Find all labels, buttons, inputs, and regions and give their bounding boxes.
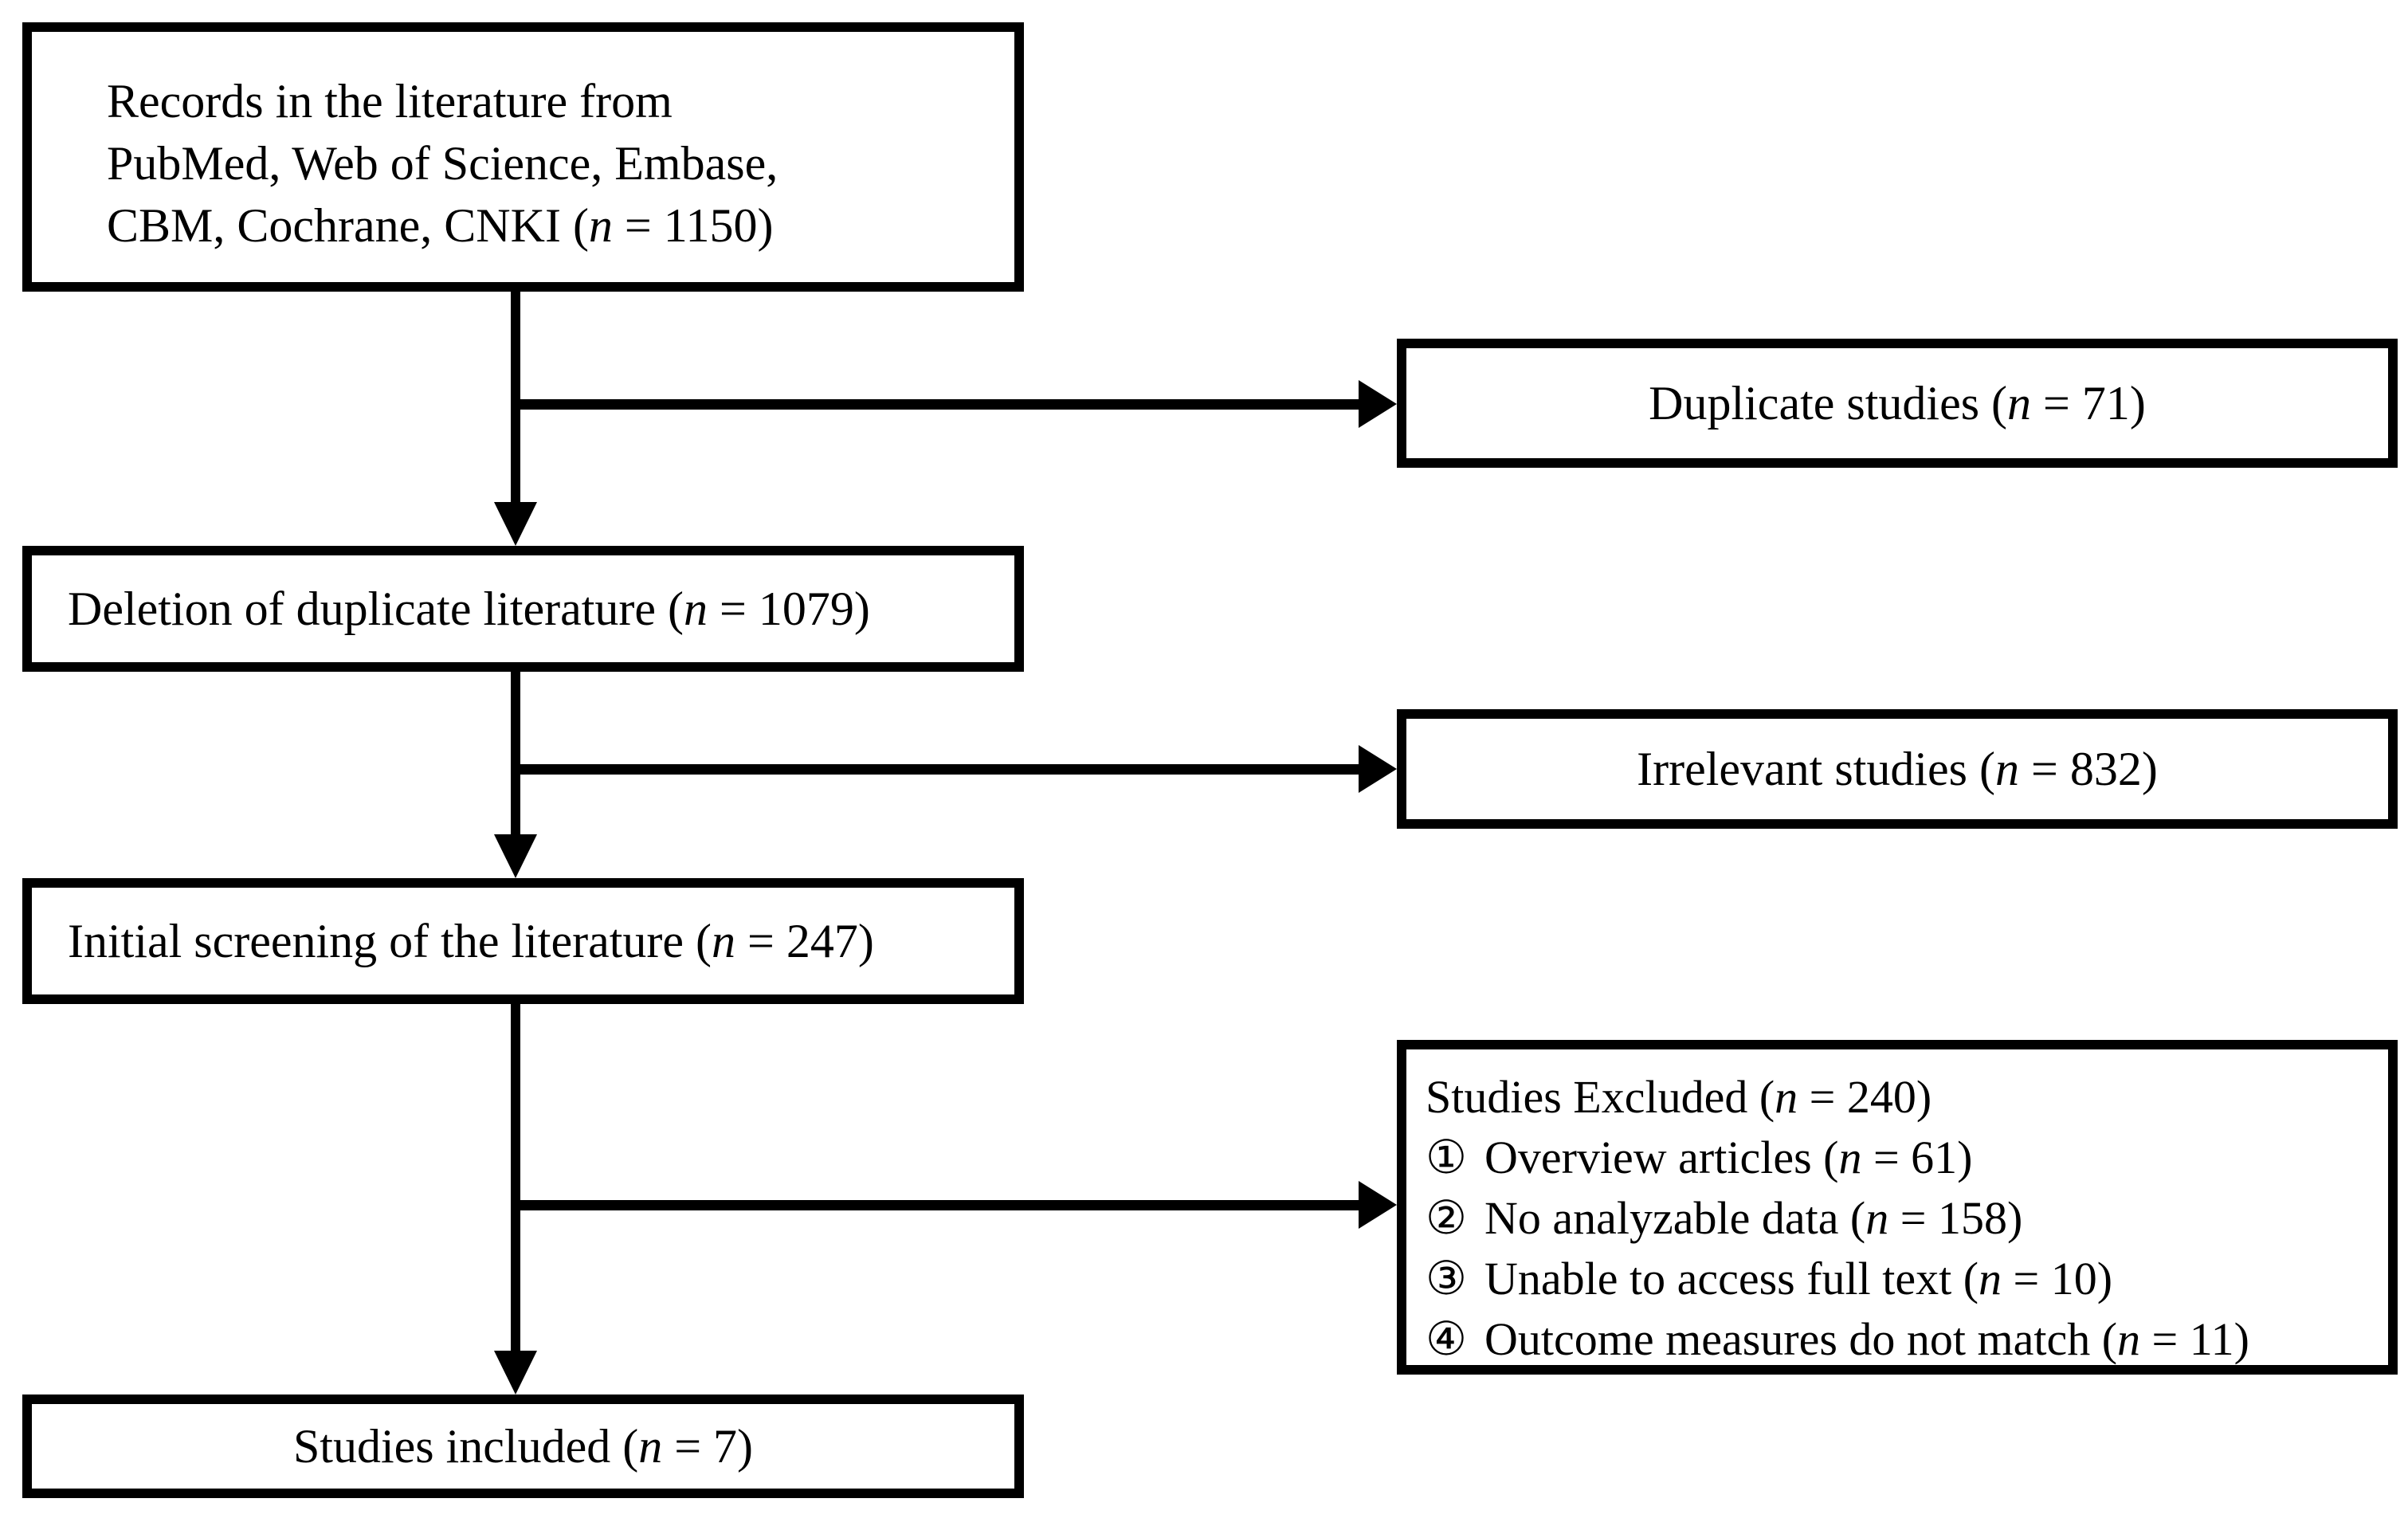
deletion-duplicates-label: Deletion of duplicate literature (n = 10…	[68, 582, 870, 635]
records-line-1: Records in the literature from	[107, 75, 673, 127]
circled-1-icon: ①	[1426, 1132, 1467, 1183]
records-line-3: CBM, Cochrane, CNKI (n = 1150)	[107, 199, 774, 252]
circled-4-icon: ④	[1426, 1313, 1467, 1365]
excluded-item3-n-symbol: n	[1979, 1253, 2002, 1304]
box-duplicate-studies: Duplicate studies (n = 71)	[1397, 339, 2398, 468]
duplicate-n-symbol: n	[2007, 376, 2032, 430]
line-to-duplicate-studies	[516, 399, 1359, 410]
line-screening-to-included	[511, 1004, 520, 1351]
excluded-item2-n-symbol: n	[1865, 1192, 1889, 1244]
box-irrelevant-studies: Irrelevant studies (n = 832)	[1397, 709, 2398, 829]
line-records-to-deletion	[511, 292, 520, 502]
arrowhead-right-excluded-icon	[1359, 1181, 1397, 1229]
arrowhead-right-duplicate-icon	[1359, 380, 1397, 428]
included-n-symbol: n	[638, 1419, 663, 1473]
circled-2-icon: ②	[1426, 1192, 1467, 1244]
box-studies-included: Studies included (n = 7)	[22, 1395, 1024, 1498]
excluded-item4-n-symbol: n	[2117, 1313, 2141, 1365]
records-n-symbol: n	[588, 199, 613, 252]
arrowhead-down-deletion-icon	[494, 502, 537, 546]
irrelevant-studies-label: Irrelevant studies (n = 832)	[1637, 742, 2158, 795]
box-records-label: Records in the literature from PubMed, W…	[107, 70, 998, 257]
line-to-studies-excluded	[516, 1200, 1359, 1210]
arrowhead-right-irrelevant-icon	[1359, 745, 1397, 793]
studies-included-label: Studies included (n = 7)	[292, 1419, 754, 1473]
irrelevant-n-symbol: n	[1995, 742, 2019, 795]
circled-3-icon: ③	[1426, 1253, 1467, 1304]
box-initial-screening: Initial screening of the literature (n =…	[22, 878, 1024, 1004]
arrowhead-down-screening-icon	[494, 834, 537, 878]
box-deletion-duplicates: Deletion of duplicate literature (n = 10…	[22, 546, 1024, 672]
duplicate-studies-label: Duplicate studies (n = 71)	[1649, 376, 2146, 430]
records-line-2: PubMed, Web of Science, Embase,	[107, 137, 778, 190]
box-records: Records in the literature from PubMed, W…	[22, 22, 1024, 292]
deletion-n-symbol: n	[684, 582, 708, 635]
studies-excluded-title: Studies Excluded (n = 240)	[1426, 1071, 1932, 1123]
excluded-title-n-symbol: n	[1775, 1071, 1798, 1123]
line-deletion-to-screening	[511, 672, 520, 834]
arrowhead-down-included-icon	[494, 1351, 537, 1395]
line-to-irrelevant-studies	[516, 764, 1359, 775]
initial-screening-label: Initial screening of the literature (n =…	[68, 914, 874, 967]
screening-n-symbol: n	[711, 914, 735, 967]
excluded-item1-n-symbol: n	[1838, 1132, 1862, 1183]
